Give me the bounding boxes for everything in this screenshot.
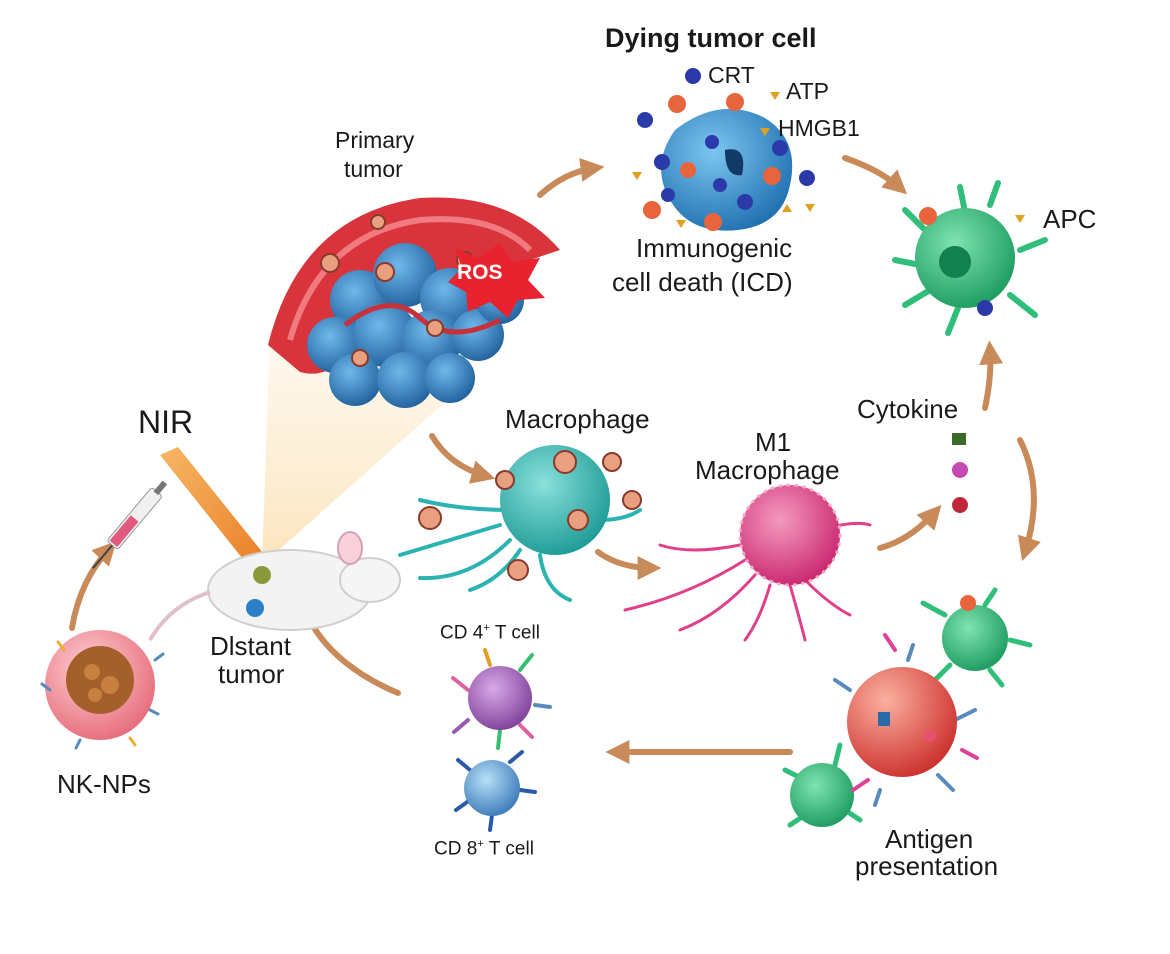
hmgb1-dots <box>643 93 781 231</box>
antigen-presentation-label-line1: Antigen <box>885 824 974 854</box>
arrow-cytokine-to-apc <box>979 340 1004 411</box>
distant-tumor-label-line1: Dlstant <box>210 631 291 661</box>
atp-legend-marker <box>770 92 780 100</box>
icd-label-line2: cell death (ICD) <box>612 267 793 297</box>
crt-dots <box>637 112 815 210</box>
arrow-macrophage-to-m1 <box>595 549 662 580</box>
arrow-m1-to-cytokine <box>877 504 942 551</box>
cd8-t-cell-label: CD 8+ T cell <box>434 838 534 860</box>
crt-legend-dot <box>685 68 701 84</box>
dying-tumor-cell-illustration <box>632 68 815 231</box>
icd-label-line1: Immunogenic <box>636 233 793 263</box>
apc-label: APC <box>1043 204 1097 234</box>
cytokine-dots <box>952 433 968 513</box>
nk-nps-label: NK-NPs <box>57 769 151 799</box>
cd4-t-cell-illustration <box>451 648 552 750</box>
ros-burst <box>448 243 545 318</box>
arrow-tumor-to-dying-cell <box>537 158 605 198</box>
nir-label: NIR <box>138 404 194 440</box>
arrow-nknps-to-syringe <box>69 540 117 631</box>
arrow-dying-cell-to-apc <box>842 155 908 195</box>
apc-illustration <box>892 180 1048 336</box>
crt-label: CRT <box>708 62 755 88</box>
m1-macrophage-label-line2: Macrophage <box>695 455 840 485</box>
mouse-icon <box>148 531 401 641</box>
antigen-presentation-illustration <box>782 587 1033 828</box>
syringe-icon <box>92 480 168 569</box>
cd8-t-cell-illustration <box>454 750 537 832</box>
arrow-apc-to-antigen <box>1017 437 1041 562</box>
macrophage-illustration <box>398 445 642 602</box>
cytokine-label: Cytokine <box>857 394 959 424</box>
dying-tumor-cell-title: Dying tumor cell <box>605 23 817 53</box>
atp-label: ATP <box>786 78 830 104</box>
primary-tumor-label-line1: Primary <box>335 127 415 153</box>
nir-beam <box>160 447 275 578</box>
cd4-t-cell-label: CD 4+ T cell <box>440 622 540 644</box>
ros-label: ROS <box>457 261 503 284</box>
macrophage-label: Macrophage <box>505 404 650 434</box>
m1-macrophage-illustration <box>623 483 872 642</box>
arrow-tumor-to-macrophage <box>429 433 496 484</box>
antigen-presentation-label-line2: presentation <box>855 851 999 881</box>
nk-np-illustration <box>40 630 165 750</box>
primary-tumor-illustration <box>268 197 560 408</box>
m1-macrophage-label-line1: M1 <box>755 427 792 457</box>
hmgb1-label: HMGB1 <box>778 115 860 141</box>
atp-dots <box>632 128 815 228</box>
primary-tumor-label-line2: tumor <box>344 156 403 182</box>
distant-tumor-label-line2: tumor <box>218 659 285 689</box>
